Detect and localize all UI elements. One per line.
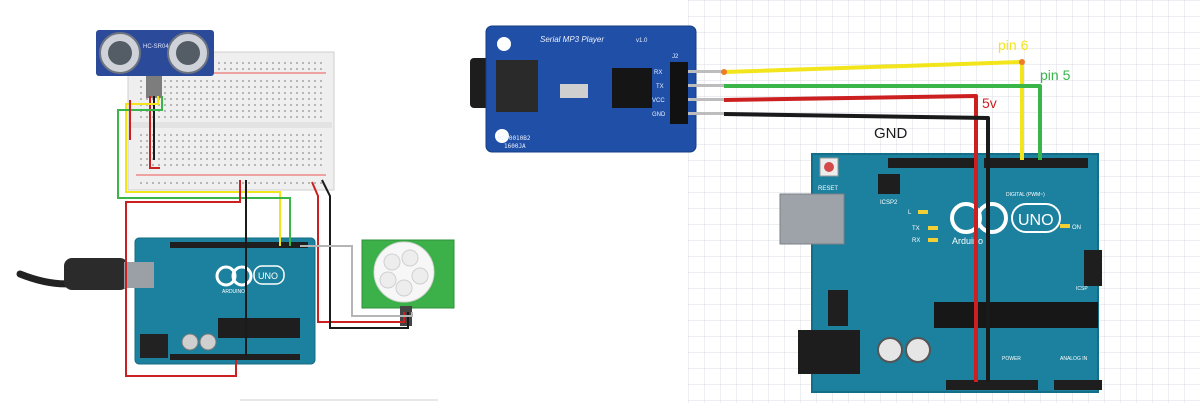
module-code-line2: 1600JA	[504, 143, 526, 150]
board-logo-right: UNO	[1018, 212, 1054, 229]
label-5v: 5v	[982, 95, 997, 111]
wire-green	[724, 84, 1042, 160]
digital-label: DIGITAL (PWM~)	[1006, 192, 1045, 198]
power-label: POWER	[1002, 356, 1021, 362]
sensor-label: HC-SR04	[143, 44, 169, 50]
reset-label: RESET	[818, 186, 838, 192]
icsp-label: ICSP	[1076, 286, 1088, 292]
led-l-label: L	[908, 210, 912, 216]
pin-label-rx: RX	[654, 70, 662, 76]
module-version: v1.0	[636, 38, 648, 44]
icsp2-label: ICSP2	[880, 200, 898, 206]
module-header-label: J2	[672, 54, 679, 60]
module-title: Serial MP3 Player	[540, 35, 604, 44]
board-brand-left: ARDUINO	[222, 289, 245, 295]
wire-red	[723, 94, 978, 382]
on-label: ON	[1072, 225, 1081, 231]
led-tx-label: TX	[912, 226, 920, 232]
wire-black	[723, 112, 990, 382]
pin-label-vcc: VCC	[652, 98, 665, 104]
label-pin5: pin 5	[1040, 67, 1071, 83]
right-diagram: Serial MP3 Player v1.0 RST0010B2 1600JA …	[470, 0, 1200, 403]
led-rx-label: RX	[912, 238, 920, 244]
board-logo-left: UNO	[258, 271, 278, 281]
right-wires	[721, 59, 1042, 382]
module-code-line1: RST0010B2	[498, 135, 531, 142]
arduino-left: UNO ARDUINO	[124, 237, 316, 365]
pin-label-tx: TX	[656, 84, 664, 90]
left-diagram: HC-SR04 UNO ARDUINO	[16, 30, 455, 377]
arduino-uno-right: RESET ICSP2 DIGITAL (PWM~) L TX RX UNO A…	[779, 153, 1102, 393]
label-gnd: GND	[874, 125, 908, 142]
mp3-player-module: Serial MP3 Player v1.0 RST0010B2 1600JA …	[470, 25, 724, 153]
left-wires	[117, 96, 413, 377]
analog-label: ANALOG IN	[1060, 356, 1088, 362]
pin-label-gnd: GND	[652, 112, 666, 118]
ultrasonic-sensor: HC-SR04	[96, 30, 214, 98]
board-brand-right: Arduino	[952, 236, 983, 246]
label-pin6: pin 6	[998, 37, 1029, 53]
